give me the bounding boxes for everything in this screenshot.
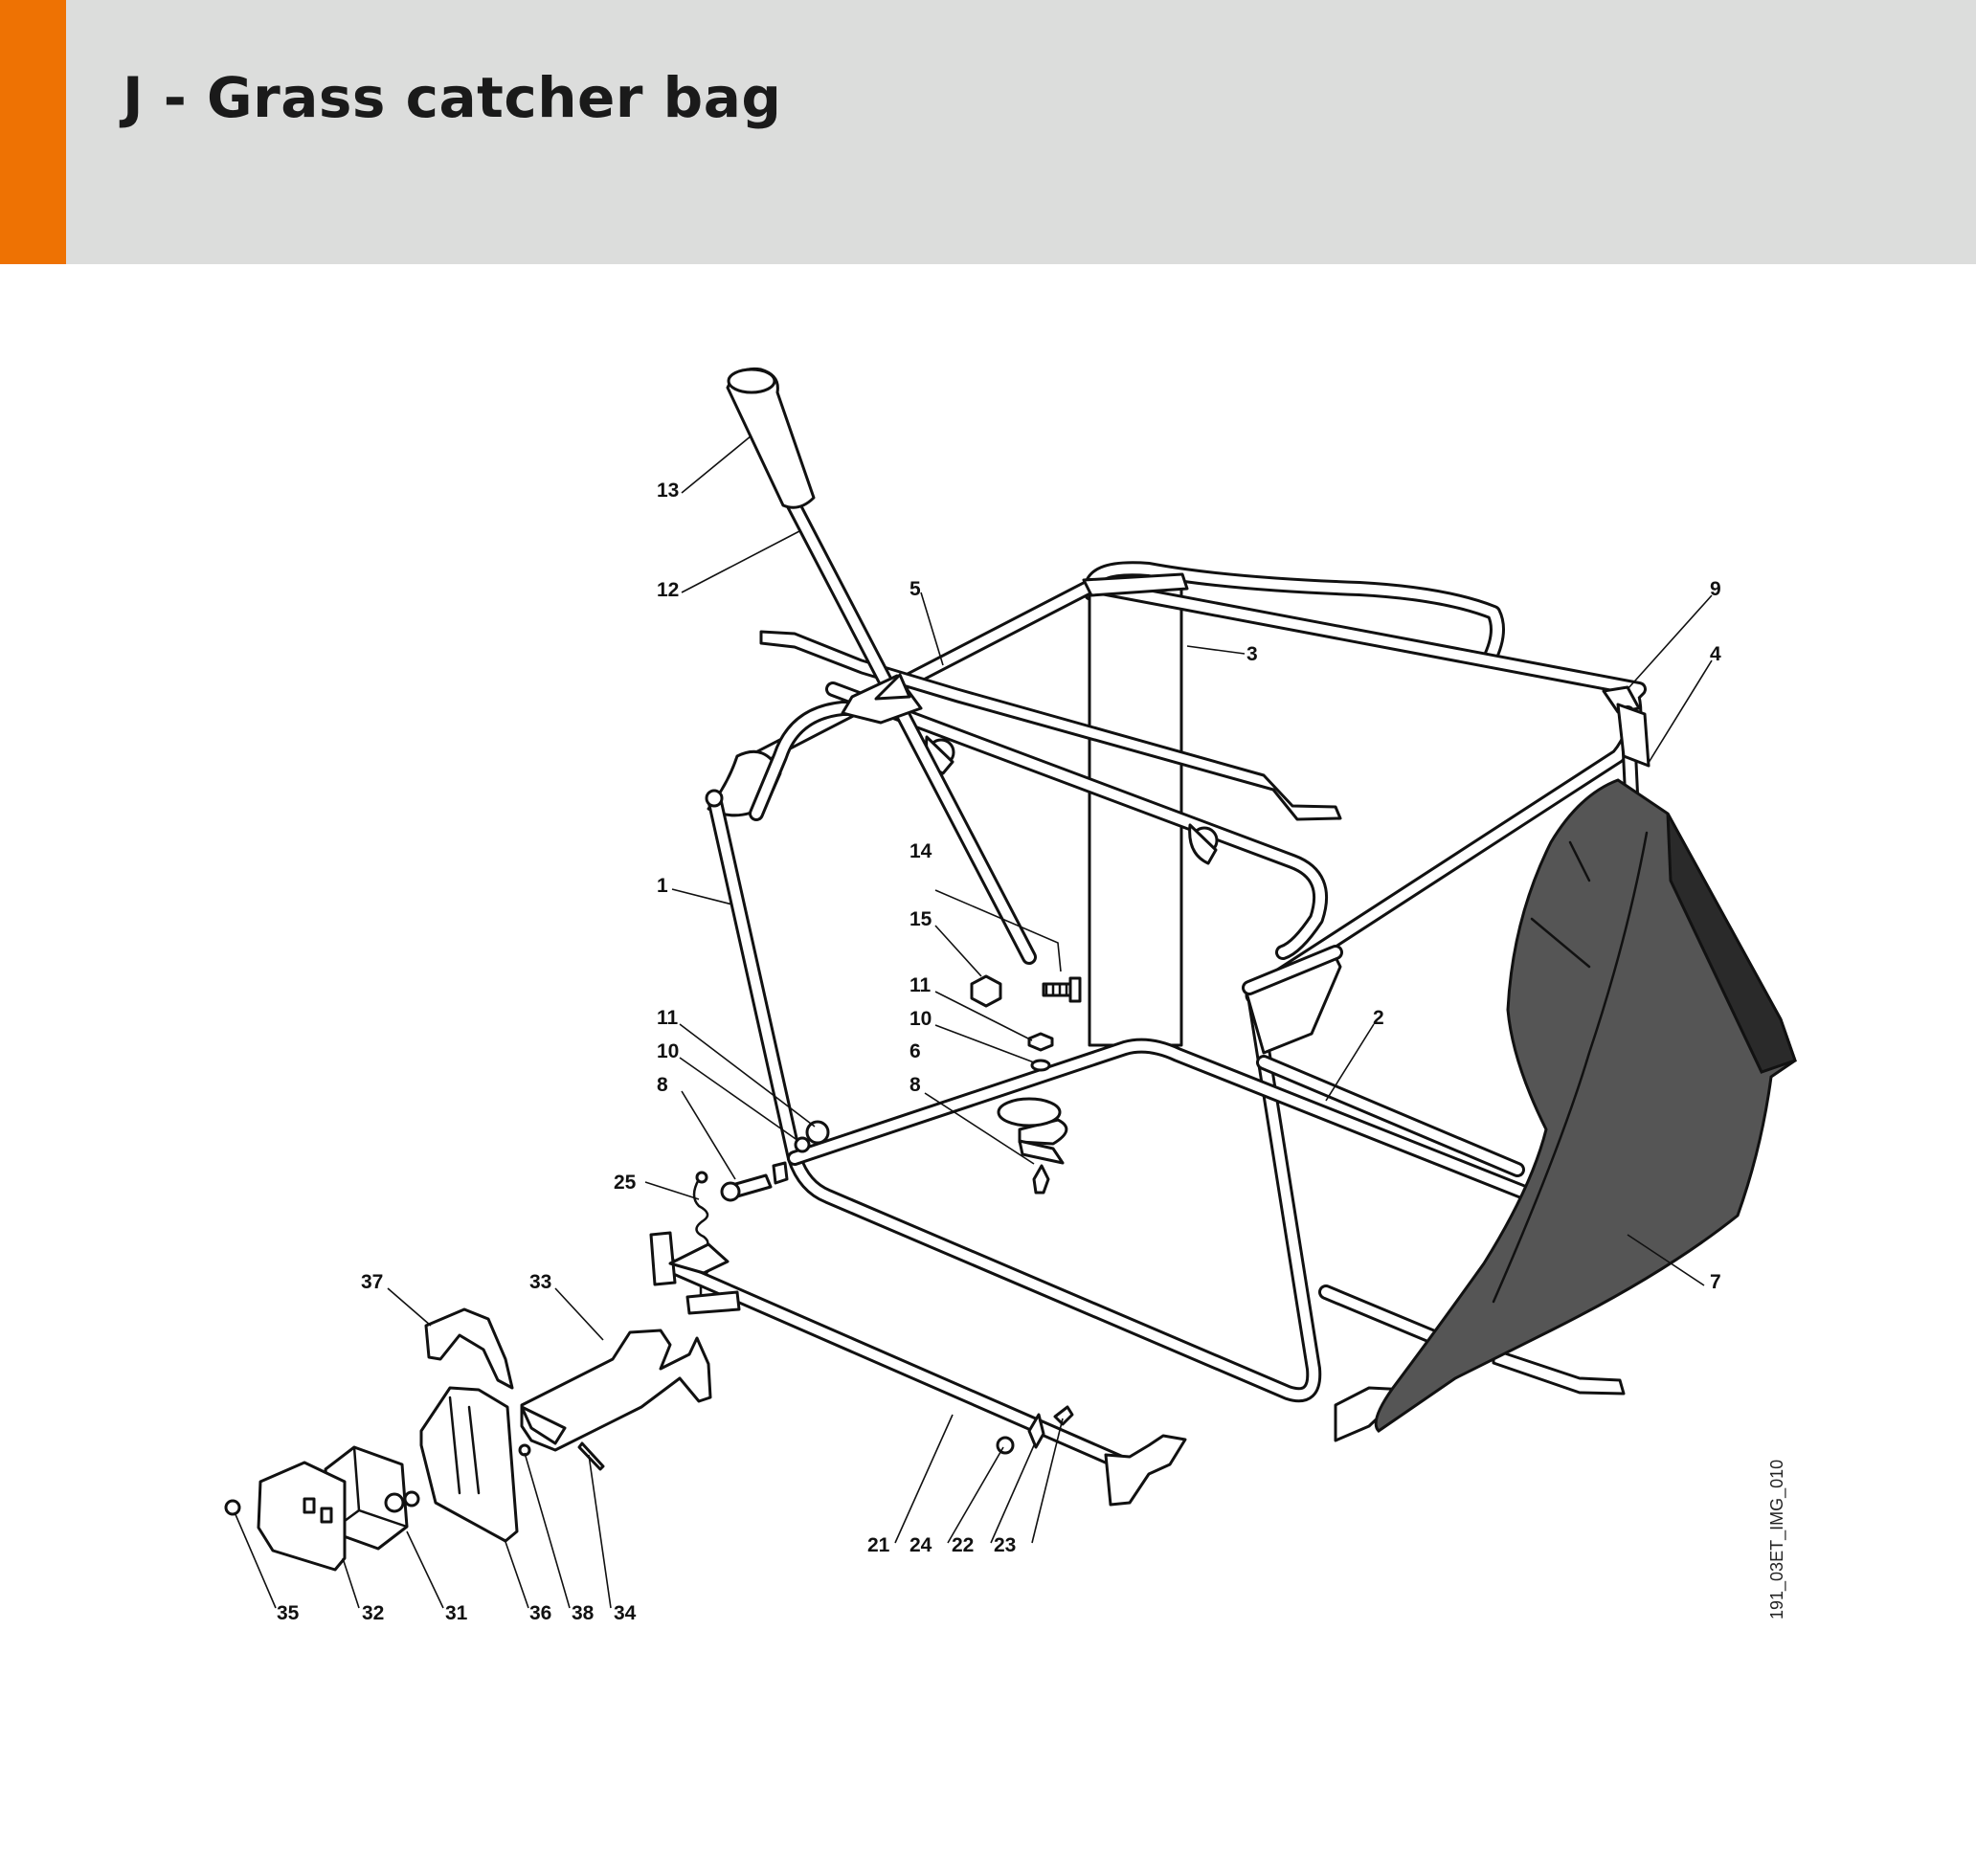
callout-11-frame: 11 xyxy=(657,1007,679,1029)
callout-33: 33 xyxy=(529,1271,551,1293)
callout-15: 15 xyxy=(909,908,932,930)
floor-plate xyxy=(997,1097,1068,1165)
accent-bar xyxy=(0,0,66,264)
lift-lever xyxy=(726,367,1037,965)
callout-1: 1 xyxy=(657,875,668,897)
top-frame xyxy=(751,572,1647,994)
image-reference: 191_03ET_IMG_010 xyxy=(1767,1460,1787,1619)
callout-22: 22 xyxy=(952,1534,974,1556)
right-side-rail xyxy=(1242,945,1343,1055)
callout-25: 25 xyxy=(614,1172,637,1194)
callout-32: 32 xyxy=(362,1602,384,1624)
bottom-rails xyxy=(787,1038,1530,1346)
callout-31: 31 xyxy=(445,1602,468,1624)
callout-24: 24 xyxy=(909,1534,932,1556)
page-header xyxy=(0,0,1976,264)
callout-6: 6 xyxy=(909,1040,921,1062)
catcher-bag xyxy=(1374,778,1797,1433)
callout-10-frame: 10 xyxy=(657,1040,679,1062)
callout-35: 35 xyxy=(277,1602,300,1624)
callout-8-lever: 8 xyxy=(909,1074,921,1096)
left-curved-tube xyxy=(707,701,869,821)
lever-hardware xyxy=(970,974,1082,1072)
callout-14: 14 xyxy=(909,840,932,862)
side-bracket xyxy=(759,630,1342,821)
callout-36: 36 xyxy=(529,1602,551,1624)
callout-9: 9 xyxy=(1710,578,1721,600)
callout-labels: 13 12 5 9 3 4 1 14 15 11 10 6 8 2 11 10 … xyxy=(277,480,1721,1624)
callout-8-frame: 8 xyxy=(657,1074,668,1096)
callout-2: 2 xyxy=(1373,1007,1384,1029)
frame-hardware xyxy=(720,1120,1050,1202)
callout-7: 7 xyxy=(1710,1271,1721,1293)
callout-4: 4 xyxy=(1710,643,1721,665)
callout-5: 5 xyxy=(909,578,921,600)
leader-lines xyxy=(234,435,1713,1609)
callout-34: 34 xyxy=(614,1602,637,1624)
callout-21: 21 xyxy=(867,1534,890,1556)
callout-23: 23 xyxy=(994,1534,1016,1556)
callout-10-lever: 10 xyxy=(909,1008,932,1030)
back-support-bar xyxy=(1083,561,1505,668)
callout-3: 3 xyxy=(1246,643,1258,665)
callout-12: 12 xyxy=(657,579,679,601)
page-title: J - Grass catcher bag xyxy=(123,65,782,130)
callout-37: 37 xyxy=(361,1271,383,1293)
callout-11-lever: 11 xyxy=(909,974,932,996)
latch-assembly xyxy=(224,1307,712,1572)
callout-13: 13 xyxy=(657,480,679,502)
callout-38: 38 xyxy=(572,1602,595,1624)
lower-axle xyxy=(649,1231,1187,1507)
